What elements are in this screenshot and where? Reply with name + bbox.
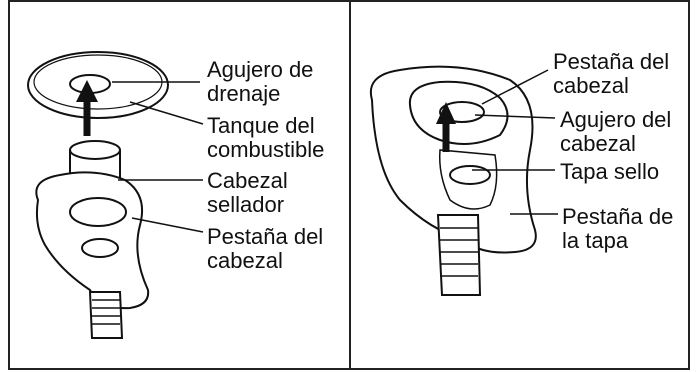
label-sealer-head-line1: Cabezal: [207, 168, 288, 193]
label-head-flange-left: Pestaña del cabezal: [207, 225, 323, 273]
up-arrow-right: [436, 102, 456, 152]
label-head-flange-right-line2: cabezal: [553, 73, 629, 98]
label-fuel-tank-line1: Tanque del: [207, 113, 315, 138]
label-sealer-head-line2: sellador: [207, 192, 285, 217]
label-head-hole: Agujero del cabezal: [560, 108, 671, 156]
label-head-flange-left-line2: cabezal: [207, 248, 283, 273]
label-cap-flange-line2: la tapa: [562, 228, 629, 253]
label-head-hole-line2: cabezal: [560, 131, 636, 156]
label-drain-hole-line1: Agujero de: [207, 57, 314, 82]
label-sealer-head: Cabezal sellador: [207, 169, 288, 217]
label-cap-flange-line1: Pestaña de: [562, 204, 674, 229]
label-head-flange-right: Pestaña del cabezal: [553, 50, 669, 98]
label-fuel-tank-line2: combustible: [207, 137, 325, 162]
label-seal-cap: Tapa sello: [560, 160, 659, 184]
left-leader-lines: [112, 81, 204, 233]
right-leader-lines: [472, 69, 558, 215]
label-drain-hole-line2: drenaje: [207, 81, 281, 106]
label-fuel-tank: Tanque del combustible: [207, 114, 324, 162]
sealer-head-assembly-left: [35, 140, 150, 339]
fuel-tank-drain-disc: [27, 51, 169, 119]
label-head-hole-line1: Agujero del: [560, 107, 672, 132]
right-panel-border: [349, 0, 690, 370]
label-head-flange-left-line1: Pestaña del: [207, 224, 324, 249]
label-head-flange-right-line1: Pestaña del: [553, 49, 670, 74]
up-arrow-left: [76, 80, 98, 136]
sealer-head-assembly-right: [369, 65, 537, 296]
label-drain-hole: Agujero de drenaje: [207, 58, 313, 106]
label-seal-cap-line1: Tapa sello: [560, 159, 660, 184]
label-cap-flange: Pestaña de la tapa: [562, 205, 673, 253]
